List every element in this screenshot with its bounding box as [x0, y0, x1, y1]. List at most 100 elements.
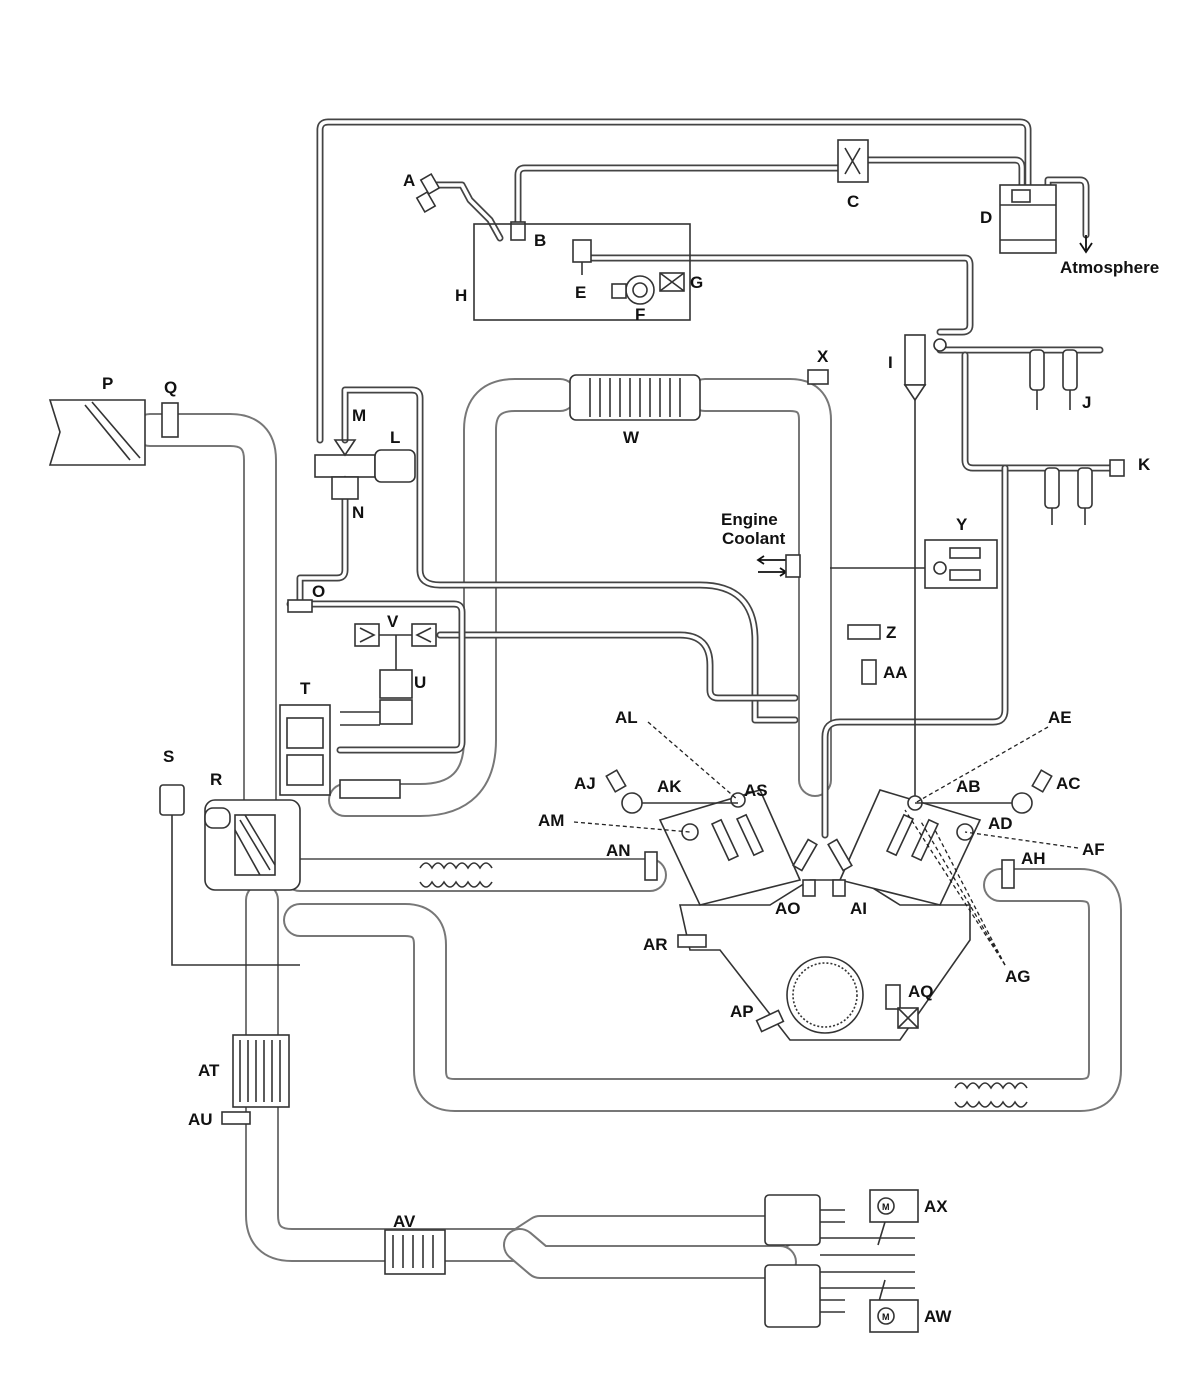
callout-labels: A B C D E F G H I J K L M N O P Q R S T …	[102, 171, 1159, 1326]
component-aq	[885, 984, 919, 1029]
label-ag: AG	[1005, 967, 1031, 986]
label-av: AV	[393, 1212, 416, 1231]
component-au	[221, 1111, 251, 1125]
label-i: I	[888, 353, 893, 372]
label-p: P	[102, 374, 113, 393]
label-as: AS	[744, 781, 768, 800]
label-aq: AQ	[908, 982, 934, 1001]
component-k-injectors	[1044, 459, 1125, 525]
component-w-intercooler	[569, 374, 701, 421]
label-u: U	[414, 673, 426, 692]
component-ao	[802, 879, 816, 897]
atmosphere-arrow	[1079, 235, 1093, 254]
label-z: Z	[886, 623, 896, 642]
label-af: AF	[1082, 840, 1105, 859]
svg-text:M: M	[882, 1202, 890, 1212]
label-ad: AD	[988, 814, 1013, 833]
component-e	[572, 239, 592, 275]
component-at-catalyst	[232, 1034, 290, 1108]
label-q: Q	[164, 378, 177, 397]
component-lmn-valve	[314, 439, 416, 500]
label-n: N	[352, 503, 364, 522]
label-engine-coolant-2: Coolant	[722, 529, 786, 548]
label-m: M	[352, 406, 366, 425]
label-at: AT	[198, 1061, 220, 1080]
component-y	[924, 539, 998, 589]
label-o: O	[312, 582, 325, 601]
label-a: A	[403, 171, 415, 190]
component-v	[354, 623, 437, 670]
component-r-turbo	[204, 799, 301, 891]
engine-block	[658, 789, 982, 1041]
engine-coolant-arrows	[756, 554, 801, 578]
label-au: AU	[188, 1110, 213, 1129]
label-y: Y	[956, 515, 968, 534]
label-d: D	[980, 208, 992, 227]
component-q	[161, 402, 179, 438]
leader-lines	[573, 721, 1079, 966]
component-av-muffler	[384, 1229, 446, 1275]
label-ah: AH	[1021, 849, 1046, 868]
component-h-frame	[473, 223, 691, 321]
component-ar	[677, 934, 707, 948]
component-u	[340, 669, 413, 726]
component-ah	[1001, 859, 1015, 889]
label-ap: AP	[730, 1002, 754, 1021]
component-p-airbox	[48, 399, 146, 466]
component-aw-motor: M	[869, 1299, 919, 1333]
component-c	[837, 139, 869, 183]
component-o	[287, 599, 313, 613]
label-w: W	[623, 428, 640, 447]
label-atmosphere: Atmosphere	[1060, 258, 1159, 277]
label-l: L	[390, 428, 400, 447]
label-j: J	[1082, 393, 1091, 412]
label-e: E	[575, 283, 586, 302]
component-aj-ac-sensors	[605, 769, 1053, 814]
component-aa	[861, 659, 877, 685]
component-ax-motor: M	[869, 1189, 919, 1223]
component-b	[510, 221, 526, 241]
intake-ducts	[133, 378, 832, 817]
component-g-valve	[659, 272, 685, 292]
label-v: V	[387, 612, 399, 631]
label-g: G	[690, 273, 703, 292]
component-x	[807, 369, 829, 385]
component-z	[847, 624, 881, 640]
component-j-injectors	[1029, 349, 1078, 410]
label-f: F	[635, 305, 645, 324]
label-ak: AK	[657, 777, 682, 796]
label-r: R	[210, 770, 222, 789]
label-ai: AI	[850, 899, 867, 918]
label-t: T	[300, 679, 311, 698]
label-x: X	[817, 347, 829, 366]
label-al: AL	[615, 708, 638, 727]
component-s-actuator	[159, 784, 185, 816]
component-a	[415, 172, 504, 242]
label-c: C	[847, 192, 859, 211]
label-s: S	[163, 747, 174, 766]
label-ao: AO	[775, 899, 801, 918]
label-aw: AW	[924, 1307, 952, 1326]
component-d-canister	[999, 184, 1057, 254]
component-ai	[832, 879, 846, 897]
vacuum-hoses	[171, 118, 1114, 966]
label-k: K	[1138, 455, 1151, 474]
label-aa: AA	[883, 663, 908, 682]
label-ax: AX	[924, 1197, 948, 1216]
label-b: B	[534, 231, 546, 250]
component-f-pump	[611, 275, 655, 305]
label-ab: AB	[956, 777, 981, 796]
label-ar: AR	[643, 935, 668, 954]
tail-mufflers	[764, 1194, 915, 1328]
label-aj: AJ	[574, 774, 596, 793]
component-i	[903, 334, 947, 402]
component-an	[644, 851, 658, 881]
label-ac: AC	[1056, 774, 1081, 793]
label-h: H	[455, 286, 467, 305]
label-ae: AE	[1048, 708, 1072, 727]
label-am: AM	[538, 811, 564, 830]
label-engine-coolant-1: Engine	[721, 510, 778, 529]
label-an: AN	[606, 841, 631, 860]
component-ap	[755, 1009, 785, 1033]
